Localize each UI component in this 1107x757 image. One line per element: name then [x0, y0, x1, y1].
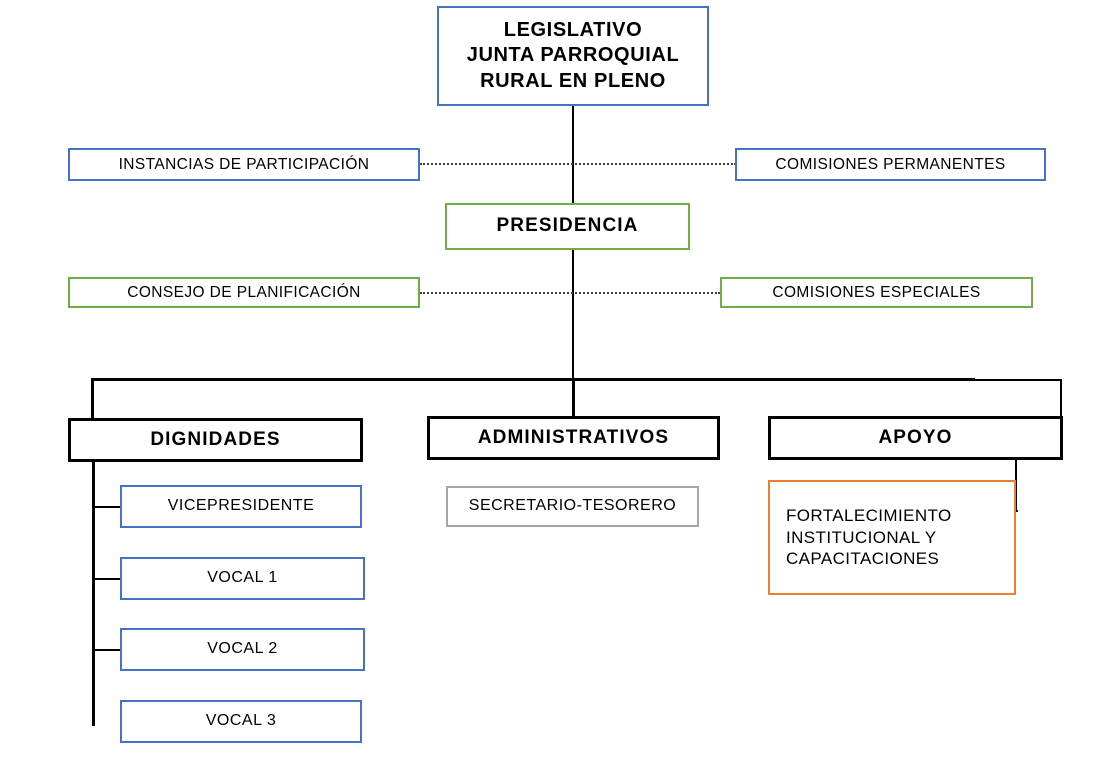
connector-presidencia-to-bar: [572, 250, 574, 380]
node-line-1: FORTALECIMIENTO: [786, 505, 952, 525]
node-administrativos[interactable]: ADMINISTRATIVOS: [427, 416, 720, 460]
connector-bar-to-dignidades: [91, 378, 94, 420]
connector-apoyo-to-fortalecimiento: [1015, 510, 1018, 512]
connector-bar-right-extension: [973, 379, 1062, 381]
connector-bar-to-administrativos: [572, 378, 575, 416]
connector-root-to-presidencia: [572, 106, 574, 203]
node-line-2: JUNTA PARROQUIAL: [466, 44, 680, 67]
connector-right-drop-to-apoyo: [1060, 379, 1062, 417]
node-label: VOCAL 1: [207, 569, 278, 587]
node-vocal-3[interactable]: VOCAL 3: [120, 700, 362, 743]
node-presidencia[interactable]: PRESIDENCIA: [445, 203, 690, 250]
connector-apoyo-drop: [1015, 460, 1017, 511]
node-instancias-de-participacion[interactable]: INSTANCIAS DE PARTICIPACIÓN: [68, 148, 420, 181]
connector-stub-vocal1: [92, 578, 120, 580]
node-label: FORTALECIMIENTO INSTITUCIONAL Y CAPACITA…: [786, 505, 1014, 570]
node-label: CONSEJO DE PLANIFICACIÓN: [127, 283, 361, 301]
node-label: DIGNIDADES: [150, 428, 281, 450]
node-vicepresidente[interactable]: VICEPRESIDENTE: [120, 485, 362, 528]
node-vocal-1[interactable]: VOCAL 1: [120, 557, 365, 600]
node-consejo-de-planificacion[interactable]: CONSEJO DE PLANIFICACIÓN: [68, 277, 420, 308]
node-vocal-2[interactable]: VOCAL 2: [120, 628, 365, 671]
node-label: APOYO: [878, 426, 953, 448]
connector-dotted-row2: [420, 292, 720, 294]
node-line-1: LEGISLATIVO: [503, 18, 643, 41]
connector-distribution-bar: [91, 378, 975, 381]
node-fortalecimiento-institucional-capacitaciones[interactable]: FORTALECIMIENTO INSTITUCIONAL Y CAPACITA…: [768, 480, 1016, 595]
node-label: COMISIONES ESPECIALES: [772, 283, 981, 301]
node-label: SECRETARIO-TESORERO: [468, 497, 677, 515]
connector-stub-vocal2: [92, 649, 120, 651]
connector-dignidades-trunk: [92, 462, 95, 726]
node-label: ADMINISTRATIVOS: [477, 426, 670, 448]
node-dignidades[interactable]: DIGNIDADES: [68, 418, 363, 462]
node-line-3: CAPACITACIONES: [786, 549, 940, 569]
node-secretario-tesorero[interactable]: SECRETARIO-TESORERO: [446, 486, 699, 527]
connector-stub-vicepresidente: [92, 506, 120, 508]
node-label: COMISIONES PERMANENTES: [775, 155, 1006, 173]
node-apoyo[interactable]: APOYO: [768, 416, 1063, 460]
connector-dotted-row1: [420, 163, 736, 165]
node-label: VICEPRESIDENTE: [167, 497, 315, 515]
node-legislativo-junta-parroquial[interactable]: LEGISLATIVO JUNTA PARROQUIAL RURAL EN PL…: [437, 6, 709, 106]
node-label: INSTANCIAS DE PARTICIPACIÓN: [118, 155, 370, 173]
node-label: VOCAL 3: [205, 712, 277, 730]
node-comisiones-permanentes[interactable]: COMISIONES PERMANENTES: [735, 148, 1046, 181]
node-line-3: RURAL EN PLENO: [480, 69, 666, 92]
node-line-2: INSTITUCIONAL Y: [786, 527, 937, 547]
node-label: PRESIDENCIA: [496, 215, 639, 237]
node-comisiones-especiales[interactable]: COMISIONES ESPECIALES: [720, 277, 1033, 308]
node-label: VOCAL 2: [207, 640, 278, 658]
node-label: LEGISLATIVO JUNTA PARROQUIAL RURAL EN PL…: [439, 18, 707, 95]
